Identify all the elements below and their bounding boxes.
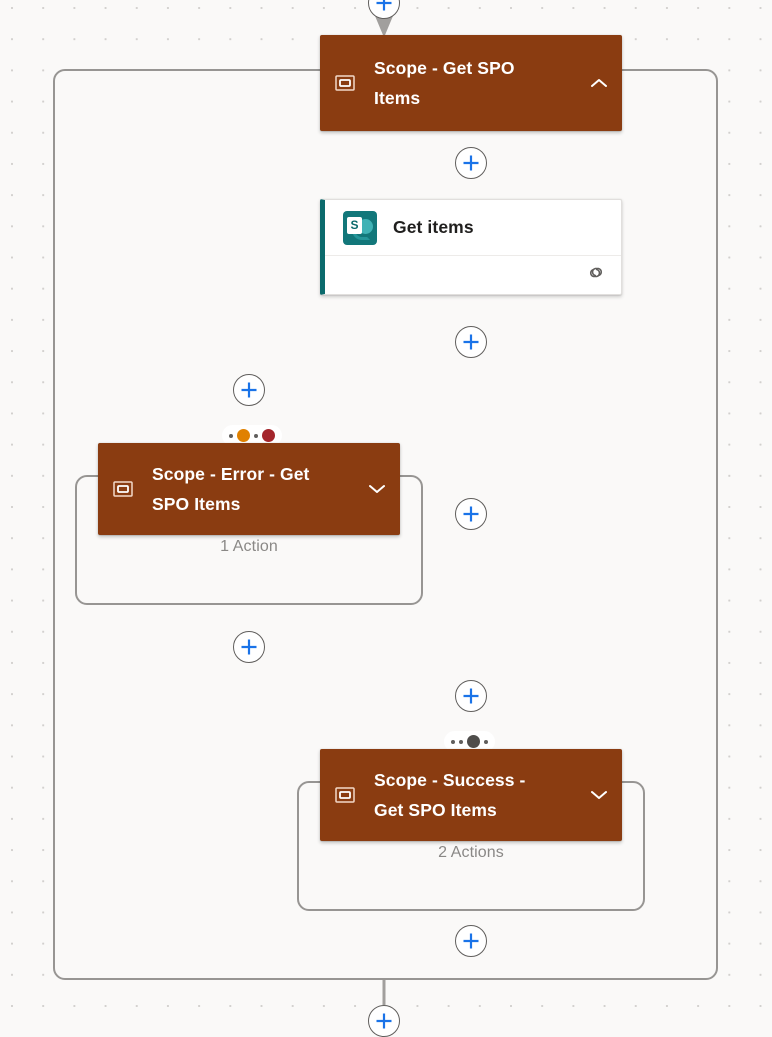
scope-icon (112, 478, 134, 500)
scope-node-get-spo-items[interactable]: Scope - Get SPO Items (320, 35, 622, 131)
scope-action-count: 2 Actions (438, 844, 504, 861)
add-step-button-before-success[interactable] (455, 680, 487, 712)
add-step-button-after-get-items[interactable] (455, 326, 487, 358)
scope-node-title: Scope - Error - Get SPO Items (152, 463, 310, 514)
scope-node-title: Scope - Success - Get SPO Items (374, 769, 526, 820)
add-step-button-error-branch-bottom[interactable] (233, 631, 265, 663)
run-after-status-badge-success[interactable] (444, 731, 495, 752)
action-node-title: Get items (393, 217, 474, 237)
sharepoint-icon: S (343, 210, 377, 245)
status-dot (484, 739, 488, 744)
add-step-button-error-branch-top[interactable] (233, 374, 265, 406)
status-dot-error (262, 429, 275, 442)
status-dot (459, 739, 463, 744)
action-node-header[interactable]: S Get items (325, 200, 621, 256)
status-dot (451, 739, 455, 744)
status-dot (254, 433, 258, 438)
chevron-down-icon[interactable] (588, 784, 610, 806)
scope-icon (334, 784, 356, 806)
status-dot (229, 433, 233, 438)
scope-node-error-get-spo-items[interactable]: Scope - Error - Get SPO Items (98, 443, 400, 535)
link-icon[interactable] (585, 264, 607, 287)
action-node-footer (325, 256, 621, 294)
add-step-button-bottom[interactable] (368, 1005, 400, 1037)
action-node-get-items[interactable]: S Get items (320, 199, 622, 295)
add-step-button-trunk-middle[interactable] (455, 498, 487, 530)
scope-node-title: Scope - Get SPO Items (374, 57, 515, 108)
status-dot-failed (237, 429, 250, 442)
scope-icon (334, 72, 356, 94)
chevron-down-icon[interactable] (366, 478, 388, 500)
chevron-up-icon[interactable] (588, 72, 610, 94)
run-after-status-badge-error[interactable] (222, 425, 282, 446)
scope-action-count: 1 Action (220, 538, 278, 555)
add-step-button-after-scope-header[interactable] (455, 147, 487, 179)
scope-node-success-get-spo-items[interactable]: Scope - Success - Get SPO Items (320, 749, 622, 841)
status-dot-succeeded (467, 735, 480, 748)
add-step-button-after-success[interactable] (455, 925, 487, 957)
